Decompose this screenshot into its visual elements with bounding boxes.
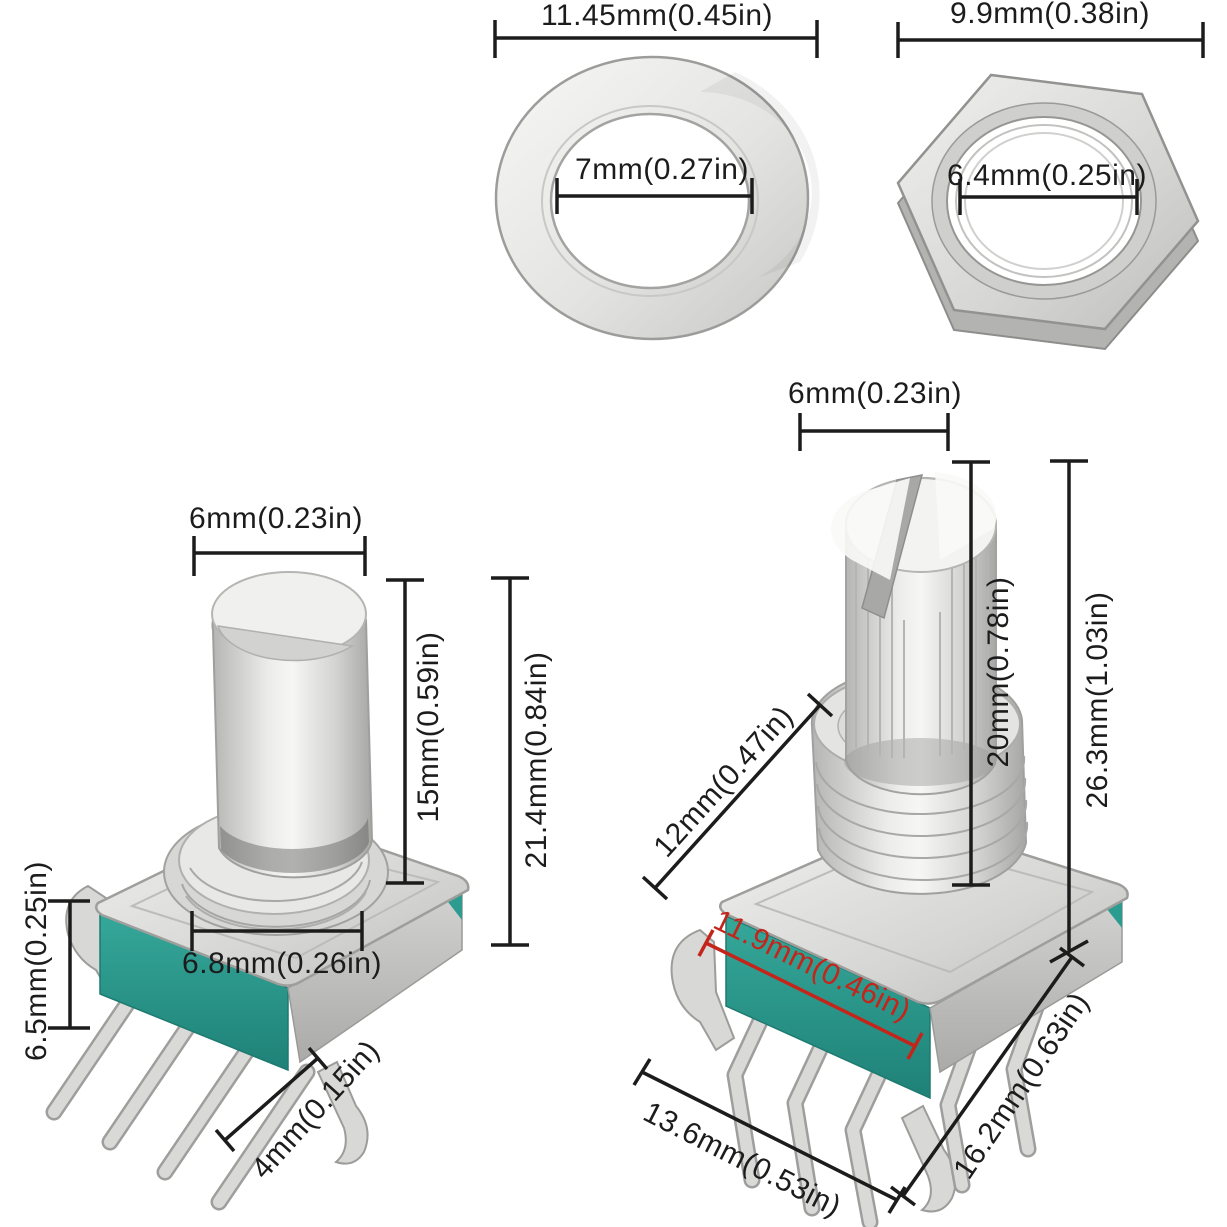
nut-inner-diameter-label: 6.4mm(0.25in) [947,159,1147,192]
washer-inner-diameter-label: 7mm(0.27in) [575,153,749,186]
encoder-left-total-height-label: 21.4mm(0.84in) [520,651,553,869]
encoder-right-total-height-label: 26.3mm(1.03in) [1081,591,1114,809]
encoder-right-pins [726,991,1047,1227]
nut-outer-width-label: 9.9mm(0.38in) [950,0,1150,30]
encoder-left-bushing-diameter-label: 6.8mm(0.26in) [182,947,382,980]
washer-photo [494,55,820,341]
washer-outer-diameter-label: 11.45mm(0.45in) [540,0,774,32]
dimension-lines [48,20,1205,1214]
encoder-left-body-height-label: 6.5mm(0.25in) [20,861,53,1061]
encoder-right-shaft-length-label: 20mm(0.78in) [982,576,1015,768]
red-dimension-line [697,929,924,1060]
encoder-right-photo [670,472,1129,1227]
encoder-left-shaft-diameter-label: 6mm(0.23in) [189,502,363,535]
encoder-left-shaft-length-label: 15mm(0.59in) [412,631,445,823]
encoder-left-pins [45,973,316,1211]
encoder-right-shaft-diameter-label: 6mm(0.23in) [788,377,962,410]
hex-nut-photo [896,73,1200,351]
